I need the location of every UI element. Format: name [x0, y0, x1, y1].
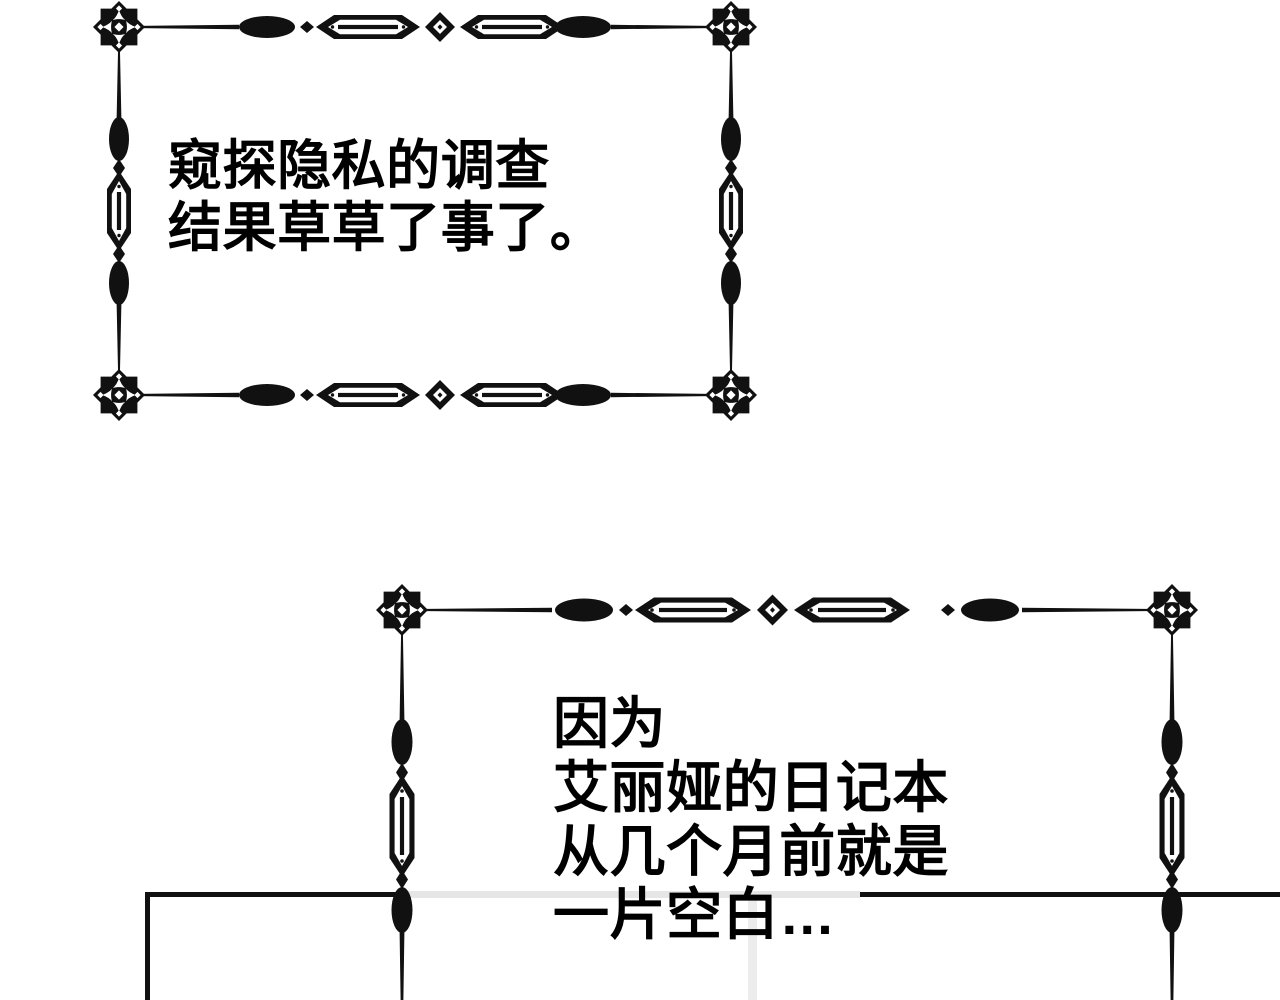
vertical-lozenge-ornament-icon: [1159, 632, 1185, 1000]
guide-line-vertical: [748, 898, 757, 1000]
corner-rosette-icon: [93, 369, 145, 421]
corner-rosette-icon: [1146, 584, 1198, 636]
vertical-lozenge-ornament-icon: [107, 47, 131, 375]
corner-rosette-icon: [376, 584, 428, 636]
panel-1-dialogue-text: 窥探隐私的调查 结果草草了事了。: [168, 136, 605, 258]
horizontal-lozenge-ornament-icon: [119, 380, 731, 410]
corner-rosette-icon: [705, 1, 757, 53]
corner-rosette-icon: [705, 369, 757, 421]
horizontal-lozenge-ornament-icon: [402, 594, 1172, 626]
corner-rosette-icon: [93, 1, 145, 53]
vertical-lozenge-ornament-icon: [719, 47, 743, 375]
horizontal-lozenge-ornament-icon: [119, 12, 731, 42]
vertical-lozenge-ornament-icon: [389, 632, 415, 1000]
panel-2-dialogue-text: 因为 艾丽娅的日记本 从几个月前就是 一片空白…: [553, 692, 949, 947]
guide-line-horizontal: [400, 891, 860, 898]
